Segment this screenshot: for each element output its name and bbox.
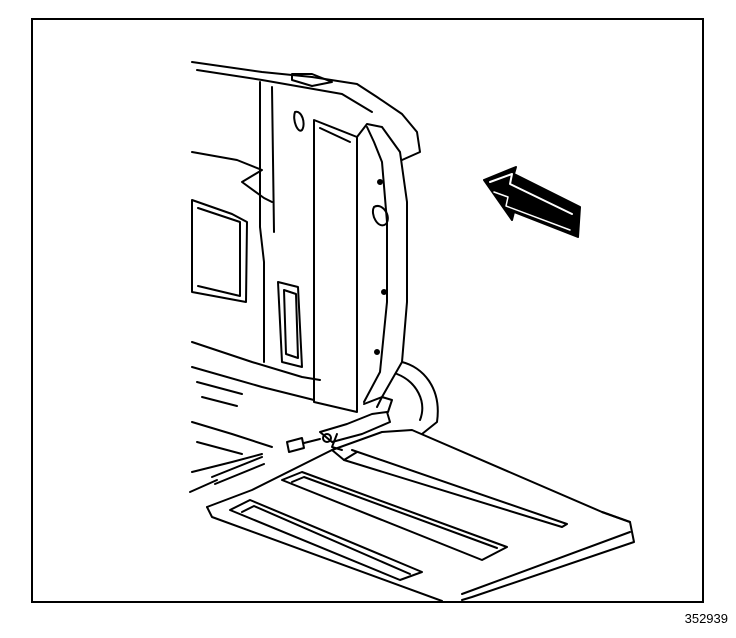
bed-side-panel [189,61,421,493]
figure-number: 352939 [684,611,728,626]
bed-corner-pillar [259,73,333,368]
direction-arrow-icon [483,166,581,238]
tailgate-illustration [189,61,635,601]
illustration-frame [31,18,704,603]
tail-light-housing [313,119,439,435]
tailgate [206,429,635,601]
hinge-bolt-assembly [211,396,393,485]
